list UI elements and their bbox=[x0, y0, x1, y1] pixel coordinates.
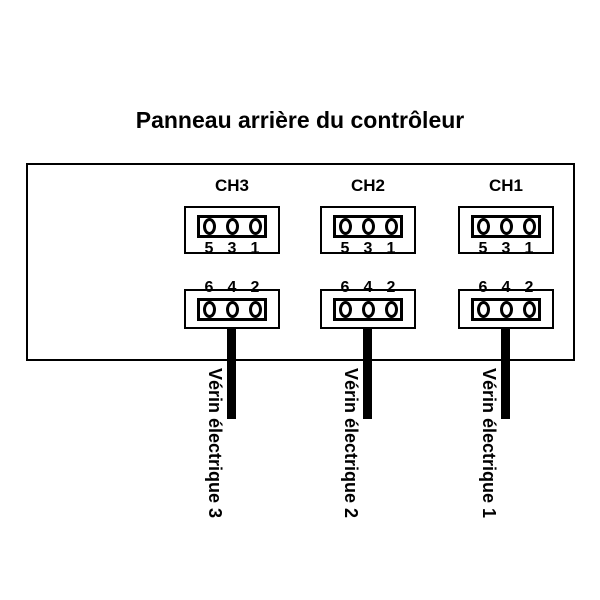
ch1-top-socket bbox=[471, 215, 541, 238]
pin-hole bbox=[499, 218, 513, 235]
ch2-top-connector: 5 3 1 bbox=[320, 206, 416, 257]
pin-hole bbox=[338, 218, 352, 235]
pin-hole bbox=[522, 301, 536, 318]
ch3-top-pin-numbers: 5 3 1 bbox=[197, 240, 267, 257]
ch2-top-pin-numbers: 5 3 1 bbox=[333, 240, 403, 257]
ch3-cable-label: Vérin électrique 3 bbox=[205, 368, 225, 519]
pin-number: 3 bbox=[227, 240, 237, 257]
ch2-cable bbox=[363, 329, 372, 419]
ch3-cable bbox=[227, 329, 236, 419]
pin-number: 4 bbox=[227, 279, 237, 296]
pin-number: 1 bbox=[386, 240, 396, 257]
ch1-bottom-pin-numbers: 6 4 2 bbox=[471, 279, 541, 296]
channel-ch2-label: CH2 bbox=[350, 176, 385, 195]
pin-number: 6 bbox=[340, 279, 350, 296]
pin-number: 3 bbox=[501, 240, 511, 257]
page-title: Panneau arrière du contrôleur bbox=[135, 107, 465, 133]
pin-hole bbox=[202, 218, 216, 235]
ch2-cable-label: Vérin électrique 2 bbox=[341, 368, 361, 519]
channel-ch1: CH1 5 3 1 6 4 2 bbox=[458, 177, 554, 537]
channel-ch3: CH3 5 3 1 6 4 2 bbox=[184, 177, 280, 537]
pin-hole bbox=[225, 218, 239, 235]
pin-hole bbox=[361, 301, 375, 318]
ch1-cable-label: Vérin électrique 1 bbox=[479, 368, 499, 519]
pin-number: 6 bbox=[478, 279, 488, 296]
pin-hole bbox=[248, 301, 262, 318]
ch1-bottom-connector: 6 4 2 bbox=[458, 280, 554, 329]
pin-number: 1 bbox=[250, 240, 260, 257]
pin-number: 2 bbox=[386, 279, 396, 296]
pin-hole bbox=[361, 218, 375, 235]
pin-hole bbox=[248, 218, 262, 235]
pin-hole bbox=[338, 301, 352, 318]
pin-number: 4 bbox=[363, 279, 373, 296]
ch2-bottom-connector: 6 4 2 bbox=[320, 280, 416, 329]
pin-number: 2 bbox=[524, 279, 534, 296]
pin-number: 2 bbox=[250, 279, 260, 296]
channel-ch3-label: CH3 bbox=[214, 176, 249, 195]
pin-number: 6 bbox=[204, 279, 214, 296]
pin-number: 4 bbox=[501, 279, 511, 296]
pin-hole bbox=[384, 218, 398, 235]
channel-ch2: CH2 5 3 1 6 4 2 bbox=[320, 177, 416, 537]
pin-hole bbox=[476, 218, 490, 235]
pin-hole bbox=[476, 301, 490, 318]
ch1-cable bbox=[501, 329, 510, 419]
pin-hole bbox=[522, 218, 536, 235]
ch2-top-socket bbox=[333, 215, 403, 238]
pin-number: 3 bbox=[363, 240, 373, 257]
ch2-bottom-socket bbox=[333, 298, 403, 321]
pin-hole bbox=[384, 301, 398, 318]
ch1-bottom-socket bbox=[471, 298, 541, 321]
pin-number: 5 bbox=[204, 240, 214, 257]
ch2-bottom-pin-numbers: 6 4 2 bbox=[333, 279, 403, 296]
ch1-top-connector: 5 3 1 bbox=[458, 206, 554, 257]
pin-hole bbox=[499, 301, 513, 318]
pin-hole bbox=[202, 301, 216, 318]
pin-number: 1 bbox=[524, 240, 534, 257]
pin-hole bbox=[225, 301, 239, 318]
ch3-top-socket bbox=[197, 215, 267, 238]
ch3-bottom-connector: 6 4 2 bbox=[184, 280, 280, 329]
ch3-top-connector: 5 3 1 bbox=[184, 206, 280, 257]
pin-number: 5 bbox=[478, 240, 488, 257]
ch3-bottom-pin-numbers: 6 4 2 bbox=[197, 279, 267, 296]
ch3-bottom-socket bbox=[197, 298, 267, 321]
channel-ch1-label: CH1 bbox=[488, 176, 523, 195]
pin-number: 5 bbox=[340, 240, 350, 257]
ch1-top-pin-numbers: 5 3 1 bbox=[471, 240, 541, 257]
